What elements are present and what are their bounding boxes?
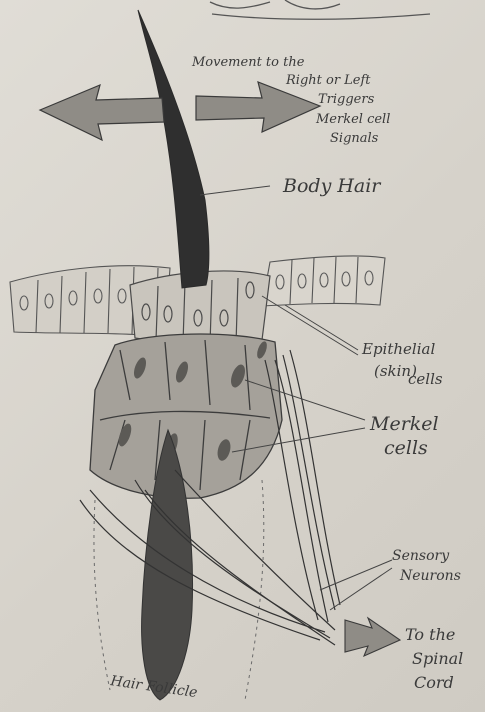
merkel-cluster — [90, 334, 282, 498]
movement-label-line5: Signals — [330, 131, 379, 146]
epithelial-label-line1: Epithelial — [361, 340, 435, 358]
body-hair-label: Body Hair — [282, 175, 382, 197]
sensory-label-line2: Neurons — [399, 568, 461, 584]
spinal-label-line1: To the — [405, 625, 455, 644]
title-scribble — [210, 0, 430, 19]
spinal-label-line3: Cord — [414, 673, 454, 692]
sensory-label-line1: Sensory — [392, 548, 450, 564]
merkel-label-line1: Merkel — [369, 413, 439, 435]
movement-label-line4: Merkel cell — [315, 112, 390, 127]
epithelial-label-line3: cells — [408, 370, 443, 388]
spinal-label-line2: Spinal — [412, 649, 463, 668]
arrow-right-icon — [196, 82, 320, 132]
movement-label-line3: Triggers — [318, 92, 375, 107]
spinal-arrow-icon — [345, 618, 400, 656]
movement-label-line1: Movement to the — [191, 55, 305, 70]
arrow-left-icon — [40, 85, 164, 140]
movement-label-line2: Right or Left — [285, 73, 371, 88]
body-hair-shaft — [138, 10, 209, 288]
merkel-label-line2: cells — [384, 437, 428, 459]
